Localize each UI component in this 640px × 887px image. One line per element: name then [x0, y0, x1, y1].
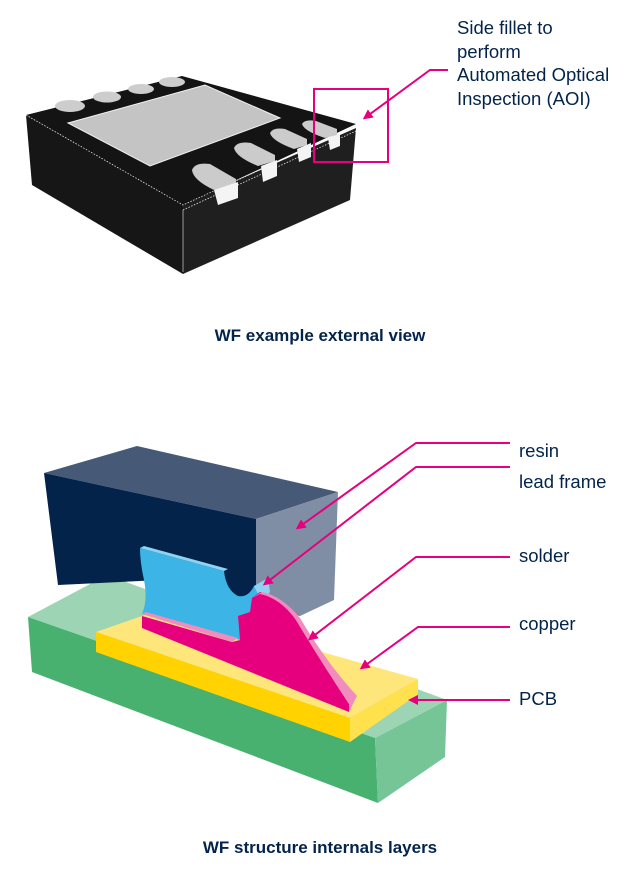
callout-line: Inspection (AOI) — [457, 87, 591, 109]
exposed-pad — [66, 84, 282, 167]
back-pins — [55, 77, 185, 112]
copper-front-face — [96, 632, 350, 742]
lead-frame-leader-arrow — [262, 466, 510, 586]
layers-internal-view — [28, 442, 510, 803]
aoi-callout-text: Side fillet to perform Automated Optical… — [457, 16, 609, 110]
resin-side-face — [256, 492, 338, 616]
package-left-face — [26, 115, 183, 274]
solder-fillet-highlight — [252, 592, 357, 712]
pin-pad — [55, 100, 85, 112]
resin-top-face — [44, 446, 338, 519]
side-fillet — [214, 182, 238, 205]
callout-line: Automated Optical — [457, 64, 610, 85]
layer-label-pcb: PCB — [519, 688, 558, 709]
pin-pad — [234, 142, 275, 166]
lead-frame-edge — [140, 546, 228, 571]
pin-pad — [128, 84, 154, 94]
pin-pad — [159, 77, 185, 87]
layer-label-solder: solder — [519, 545, 570, 566]
copper-side-face — [350, 679, 418, 742]
resin-leader-arrow — [295, 442, 510, 530]
callout-line: perform — [457, 40, 521, 62]
side-fillet — [261, 160, 277, 182]
layer-label-copper: copper — [519, 613, 576, 634]
solder-fillet — [142, 592, 349, 712]
layer-label-lead-frame: lead frame — [519, 471, 607, 492]
top-figure-caption: WF example external view — [214, 326, 426, 345]
package-external-view — [25, 69, 448, 274]
front-pins — [192, 120, 340, 205]
copper-leader-arrow — [359, 626, 510, 670]
lead-frame-body — [140, 548, 262, 640]
aoi-highlight-box — [313, 88, 389, 163]
pcb-front-face — [28, 617, 378, 803]
package-front-face — [183, 128, 356, 274]
side-fillet — [297, 143, 311, 162]
pcb-side-face — [375, 700, 447, 803]
pin-pad — [270, 128, 307, 149]
layer-label-resin: resin — [519, 440, 560, 461]
solder-leader-arrow — [307, 556, 510, 641]
package-edge — [25, 114, 357, 206]
aoi-leader-arrow — [362, 69, 448, 120]
bottom-figure-caption: WF structure internals layers — [202, 838, 438, 857]
callout-line: Side fillet to — [457, 17, 553, 38]
side-fillet — [328, 134, 340, 150]
solder-fillet-base-edge — [142, 612, 238, 642]
pin-pad — [302, 120, 337, 138]
pin-pad — [192, 163, 236, 190]
pin-pad — [93, 91, 121, 103]
